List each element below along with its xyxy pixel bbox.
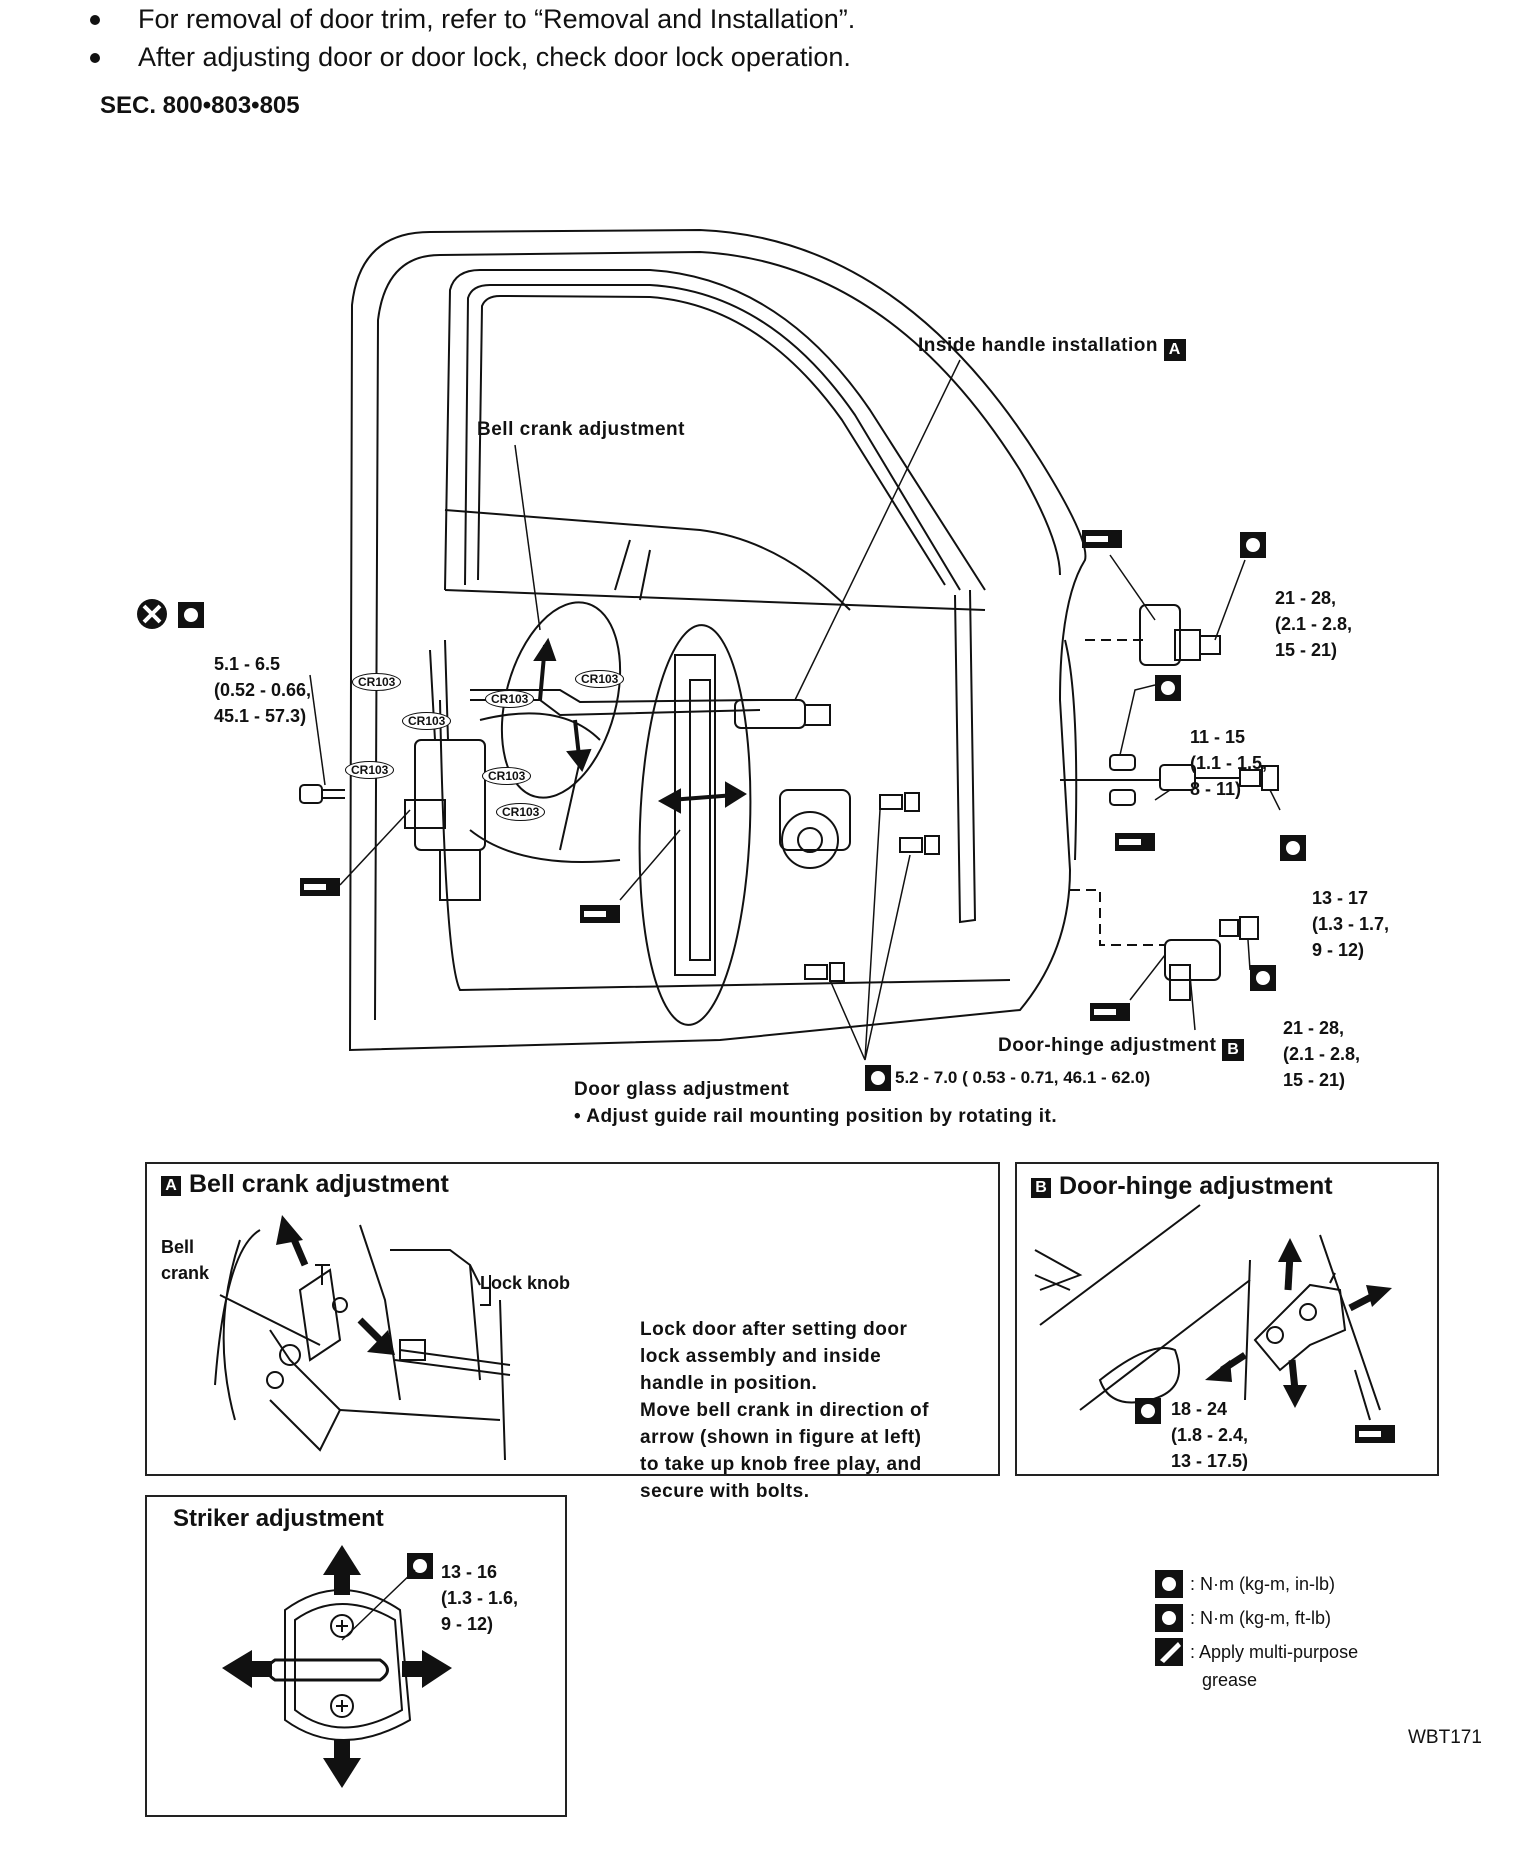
torque-check-bolt: 13 - 17(1.3 - 1.7,9 - 12) — [1312, 888, 1390, 960]
symbol-legend: : N·m (kg-m, in-lb) : N·m (kg-m, ft-lb) … — [1190, 1570, 1358, 1694]
cr103-label: CR103 — [352, 673, 402, 691]
figure-code: WBT171 — [1408, 1727, 1482, 1748]
tag-a-icon: A — [161, 1176, 181, 1196]
tag-a-icon: A — [1163, 339, 1186, 361]
note-item: For removal of door trim, refer to “Remo… — [80, 0, 855, 38]
bell-crank-label: Bell crank adjustment — [477, 419, 685, 440]
inside-handle-label: Inside handle installation A — [918, 333, 1186, 361]
torque-top-hinge: 21 - 28,(2.1 - 2.8,15 - 21) — [1275, 588, 1353, 660]
door-outer-panel — [348, 228, 1087, 1052]
torque-lower-hinge: 21 - 28,(2.1 - 2.8,15 - 21) — [1283, 1018, 1361, 1090]
torque-icons — [178, 532, 1306, 1666]
hinge-sketch — [1034, 1204, 1381, 1421]
bullet-icon — [90, 53, 100, 63]
door-hinge-label: Door-hinge adjustment B — [998, 1033, 1245, 1061]
cr103-label: CR103 — [482, 767, 532, 785]
section-code: SEC. 800•803•805 — [100, 92, 300, 119]
window-frame — [444, 269, 986, 591]
striker-torque: 13 - 16(1.3 - 1.6,9 - 12) — [441, 1562, 519, 1634]
panel-striker: Striker adjustment 13 - 16(1.3 - 1.6,9 -… — [145, 1495, 567, 1817]
cr103-label: CR103 — [485, 690, 535, 708]
torque-lock-screw: 5.1 - 6.5(0.52 - 0.66,45.1 - 57.3) — [214, 654, 312, 726]
tag-b-icon: B — [1031, 1178, 1051, 1198]
panel-b-torque: 18 - 24(1.8 - 2.4,13 - 17.5) — [1171, 1399, 1249, 1471]
legend-grease: : Apply multi-purpose — [1190, 1642, 1359, 1662]
cr103-label: CR103 — [402, 712, 452, 730]
cr103-label: CR103 — [496, 803, 546, 821]
panel-striker-title: Striker adjustment — [173, 1505, 384, 1532]
tag-b-icon: B — [1222, 1039, 1245, 1061]
legend-grease-cont: grease — [1202, 1670, 1258, 1690]
torque-check-link: 11 - 15(1.1 - 1.5,8 - 11) — [1190, 727, 1268, 799]
bell-crank-sketch — [214, 1224, 511, 1461]
bullet-icon — [90, 15, 100, 25]
legend-torque-ftlb: : N·m (kg-m, ft-lb) — [1190, 1608, 1331, 1628]
cr103-label: CR103 — [575, 670, 625, 688]
lock-knob-label: Lock knob — [480, 1273, 571, 1293]
glass-note: • Adjust guide rail mounting position by… — [574, 1106, 1058, 1127]
cr103-label: CR103 — [345, 761, 395, 779]
door-glass-label: Door glass adjustment — [574, 1079, 790, 1100]
notes-list: For removal of door trim, refer to “Remo… — [80, 0, 855, 76]
glass-torque: 5.2 - 7.0 ( 0.53 - 0.71, 46.1 - 62.0) — [895, 1068, 1151, 1087]
note-item: After adjusting door or door lock, check… — [80, 38, 855, 76]
legend-torque-inlb: : N·m (kg-m, in-lb) — [1190, 1574, 1335, 1594]
